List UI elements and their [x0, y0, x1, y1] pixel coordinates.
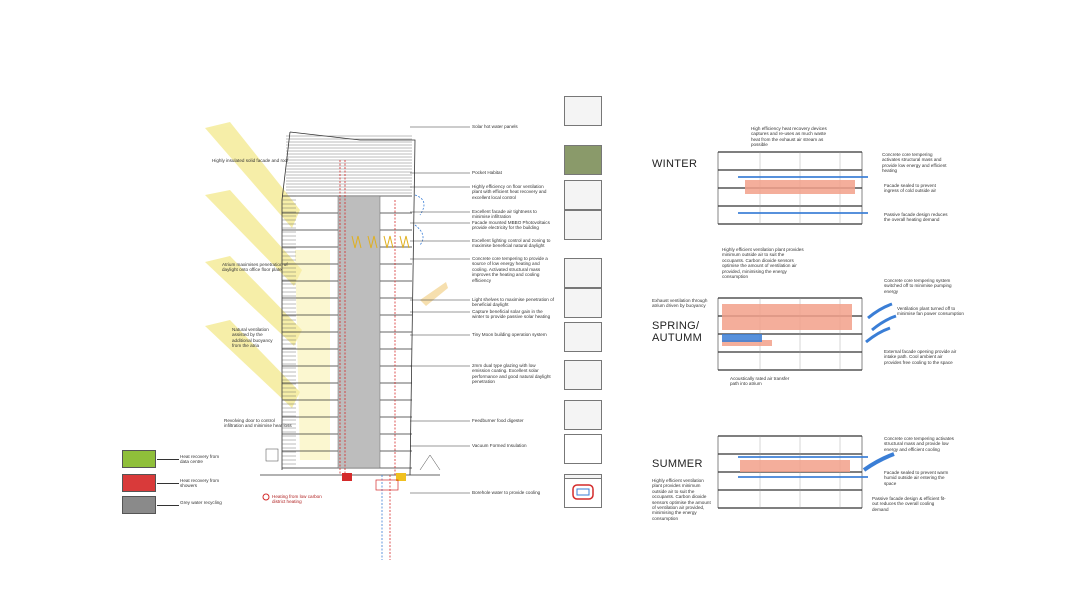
- callout-text: Solar hot water panels: [472, 124, 518, 129]
- label-revolving-door: Revolving door to control infiltration a…: [224, 418, 292, 429]
- borehole-loop: [375, 479, 399, 491]
- concrete-core-icon: [564, 288, 602, 318]
- legend-leader: [157, 459, 179, 460]
- callout-text: Highly efficiency on floor ventilation p…: [472, 184, 547, 200]
- callout-leaders: [410, 126, 470, 494]
- district-heating-symbol: [262, 493, 270, 501]
- lighting-control-icon: [564, 258, 602, 288]
- food-digester-icon: [564, 434, 602, 464]
- plant-symbol-red: [342, 473, 352, 481]
- glazing-icon: [564, 400, 602, 430]
- callout-text: Light shelves to maximise penetration of…: [472, 297, 554, 308]
- spring-note-plant-off: Ventilation plant turned off to minimise…: [897, 306, 964, 317]
- daylight-zigzags: [351, 235, 410, 249]
- spring-note-exhaust: Exhaust ventilation through atrium drive…: [652, 298, 708, 309]
- winter-title: WINTER: [652, 158, 698, 170]
- server-icon: [122, 450, 156, 468]
- facade-cladding: [282, 135, 412, 469]
- winter-note-heat-recovery: High efficiency heat recovery devices ca…: [751, 126, 827, 148]
- callout-text: Capture beneficial solar gain in the win…: [472, 309, 551, 320]
- plant-symbol-yellow: [396, 473, 406, 481]
- borehole-icon: [564, 478, 602, 508]
- legend-label: Heat recovery from data centre: [180, 454, 220, 465]
- summer-note-facade-sealed: Facade sealed to prevent warm humid outs…: [884, 470, 949, 486]
- control-panel-icon: [564, 360, 602, 390]
- winter-note-passive: Passive facade design reduces the overal…: [884, 212, 948, 223]
- legend-label: Grey water recycling: [180, 500, 222, 505]
- summer-note-concrete-core: Concrete core tempering activates struct…: [884, 436, 954, 452]
- spring-air-intake: [871, 314, 897, 332]
- solar-panel-icon: [564, 96, 602, 126]
- summer-cool-zone: [738, 476, 868, 478]
- label-district-heating: Heating from low carbon district heating: [272, 494, 322, 505]
- summer-title: SUMMER: [652, 458, 703, 470]
- photovoltaic-icon: [564, 210, 602, 240]
- label-insulated-facade: Highly insulated solid facade and roof: [212, 158, 289, 163]
- callout-text: 2mm dual type glazing with low emission …: [472, 363, 551, 385]
- label-atrium: Atrium maximises penetration of daylight…: [222, 262, 288, 273]
- spring-note-core-off: Concrete core tempering system switched …: [884, 278, 952, 294]
- winter-heat-zone: [745, 180, 855, 194]
- spring-title-line1: SPRING/: [652, 320, 700, 332]
- summer-cool-zone: [738, 456, 868, 458]
- callout-text: Facade mounted MBBO Photovoltaics provid…: [472, 220, 550, 231]
- spring-title-line2: AUTUMM: [652, 332, 703, 344]
- spring-air-intake: [867, 302, 893, 320]
- red-service-pipes: [339, 160, 396, 560]
- callout-text: Borehole water to provide cooling: [472, 490, 541, 495]
- spring-heat-zone: [722, 340, 772, 346]
- blue-cooling-pipes: [381, 194, 425, 560]
- water-drops-icon: [122, 496, 156, 514]
- ground-scene: [265, 448, 441, 471]
- winter-cool-zone: [738, 212, 868, 214]
- spring-heat-zone: [722, 304, 852, 330]
- callout-text: Excellent facade air tightness to minimi…: [472, 209, 537, 220]
- spring-air-intake: [865, 326, 891, 344]
- water-drops-icon: [122, 474, 156, 492]
- summer-note-ventilation: Highly efficient ventilation plant provi…: [652, 478, 711, 521]
- callout-text: Pocket Habitat: [472, 170, 502, 175]
- spring-note-acoustic: Acoustically rated air transfer path int…: [730, 376, 790, 387]
- legend-leader: [157, 483, 179, 484]
- winter-note-facade-sealed: Facade sealed to prevent ingress of cold…: [884, 183, 937, 194]
- callout-text: Vacuum Formed Insulation: [472, 443, 527, 448]
- ventilation-unit-icon: [564, 180, 602, 210]
- label-natural-ventilation: Natural ventilation assisted by the addi…: [232, 327, 273, 349]
- winter-note-concrete-core: Concrete core tempering activates struct…: [882, 152, 947, 174]
- summer-heat-zone: [740, 460, 850, 472]
- winter-cool-zone: [738, 176, 868, 178]
- callout-text: Tiny Moon building operation system: [472, 332, 547, 337]
- spring-note-external-opening: External facade opening provide air inta…: [884, 349, 957, 365]
- daylight-beams: [205, 122, 448, 460]
- light-shelf-icon: [564, 322, 602, 352]
- summer-solar-reflect: [862, 452, 895, 472]
- legend-leader: [157, 505, 179, 506]
- spring-cool-zone: [722, 334, 762, 342]
- callout-text: Excellent lighting control and zoning to…: [472, 238, 551, 249]
- green-roof-icon: [564, 145, 602, 175]
- winter-note-ventilation: Highly efficient ventilation plant provi…: [722, 247, 804, 280]
- legend-label: Heat recovery from showers: [180, 478, 220, 489]
- callout-text: Concrete core tempering to provide a sou…: [472, 256, 548, 283]
- summer-note-passive: Passive facade design & efficient fit-ou…: [872, 496, 946, 512]
- callout-text: Feedburner food digester: [472, 418, 524, 423]
